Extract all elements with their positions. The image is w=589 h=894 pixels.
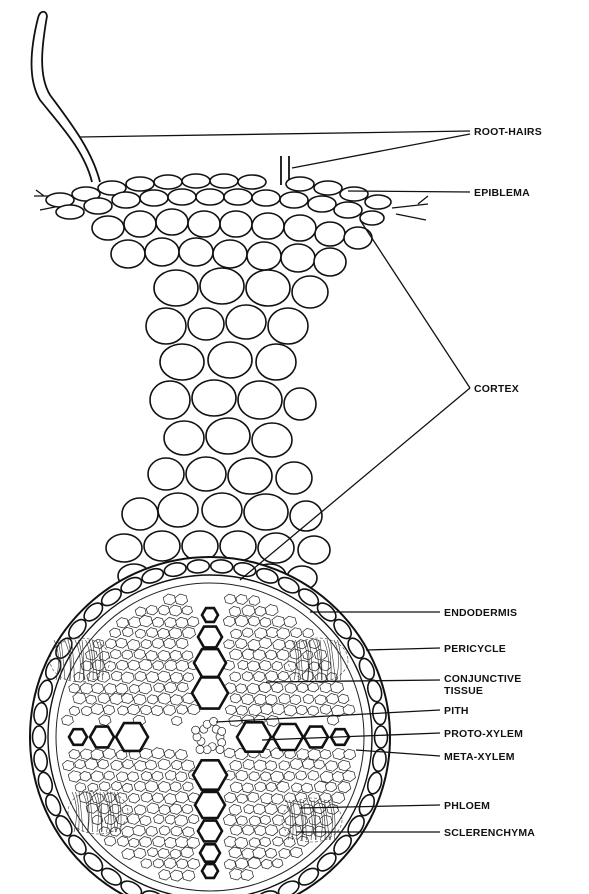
endodermis-cell: [210, 559, 233, 573]
meta-xylem-vessel: [198, 627, 222, 648]
meta-xylem-vessel: [90, 727, 114, 748]
meta-xylem-vessel: [193, 760, 227, 789]
meta-xylem-vessel: [194, 649, 226, 677]
meta-xylem-vessel: [198, 821, 222, 842]
label-cortex: CORTEX: [474, 383, 519, 395]
label-pith: PITH: [444, 705, 469, 717]
pith-cell: [196, 746, 204, 754]
label-conjunctive: CONJUNCTIVE: [444, 673, 521, 685]
label-pericycle: PERICYCLE: [444, 643, 506, 655]
meta-xylem-vessel: [116, 723, 148, 751]
endodermis-cell: [33, 726, 46, 748]
pith-cell: [218, 727, 226, 735]
label-phloem: PHLOEM: [444, 800, 490, 812]
cortex-tissue: [92, 209, 372, 590]
label-sclerenchyma: SCLERENCHYMA: [444, 827, 535, 839]
label-endodermis: ENDODERMIS: [444, 607, 517, 619]
label-conjunctive-tissue: TISSUE: [444, 685, 483, 697]
proto-xylem-vessel: [69, 729, 87, 745]
root-hair-long: [32, 12, 101, 182]
meta-xylem-vessel: [273, 724, 303, 750]
label-proto-xylem: PROTO-XYLEM: [444, 728, 523, 740]
pith-cell: [216, 746, 224, 754]
root-hair-right-stub: [392, 196, 428, 220]
endodermis-cell: [375, 726, 388, 748]
proto-xylem-vessel: [202, 608, 218, 622]
meta-xylem-vessel: [237, 722, 271, 751]
pith-cell: [192, 726, 200, 734]
meta-xylem-vessel: [192, 677, 228, 708]
label-root-hairs: ROOT-HAIRS: [474, 126, 542, 138]
proto-xylem-vessel: [200, 844, 220, 861]
endodermis-cell: [187, 559, 210, 573]
label-meta-xylem: META-XYLEM: [444, 751, 515, 763]
label-epiblema: EPIBLEMA: [474, 187, 530, 199]
meta-xylem-vessel: [195, 792, 225, 818]
proto-xylem-vessel: [202, 864, 218, 878]
